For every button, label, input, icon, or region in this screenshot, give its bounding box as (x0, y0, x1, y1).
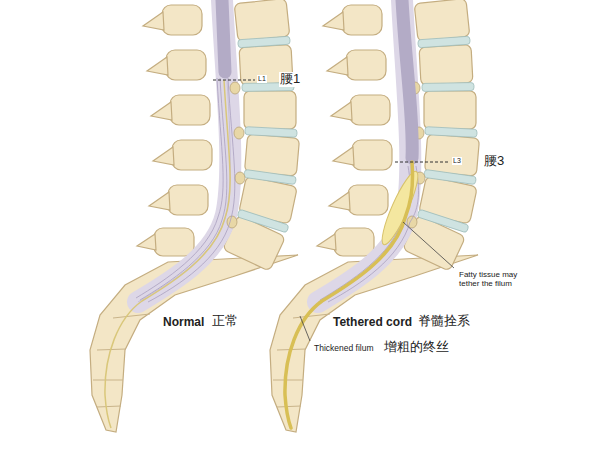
leader-line (300, 316, 310, 341)
filum (105, 80, 230, 428)
label-text: Tethered cord (333, 316, 412, 330)
cauda-equina (136, 78, 235, 302)
spinal-cord (402, 0, 412, 158)
label-text: 脊髓拴系 (418, 314, 470, 329)
label-text: L1 (257, 75, 267, 83)
thickened-filum (285, 162, 413, 428)
tethered-spine (270, 0, 480, 432)
label-text: Fatty tissue may tether the filum (458, 270, 538, 288)
level-line (213, 80, 255, 81)
normal-spine (90, 0, 300, 432)
spinal-cord (222, 0, 225, 72)
label-text: 增粗的终丝 (384, 340, 449, 355)
label-text: 腰1 (279, 72, 301, 87)
fatty-tissue (376, 168, 423, 248)
leader-line (403, 222, 454, 268)
label-text: 正常 (212, 314, 238, 329)
label-text: 腰3 (483, 154, 505, 169)
label-text: L3 (452, 157, 462, 165)
label-text: Thickened filum (314, 344, 374, 354)
label-text: Normal (163, 316, 204, 330)
level-line (395, 162, 450, 163)
